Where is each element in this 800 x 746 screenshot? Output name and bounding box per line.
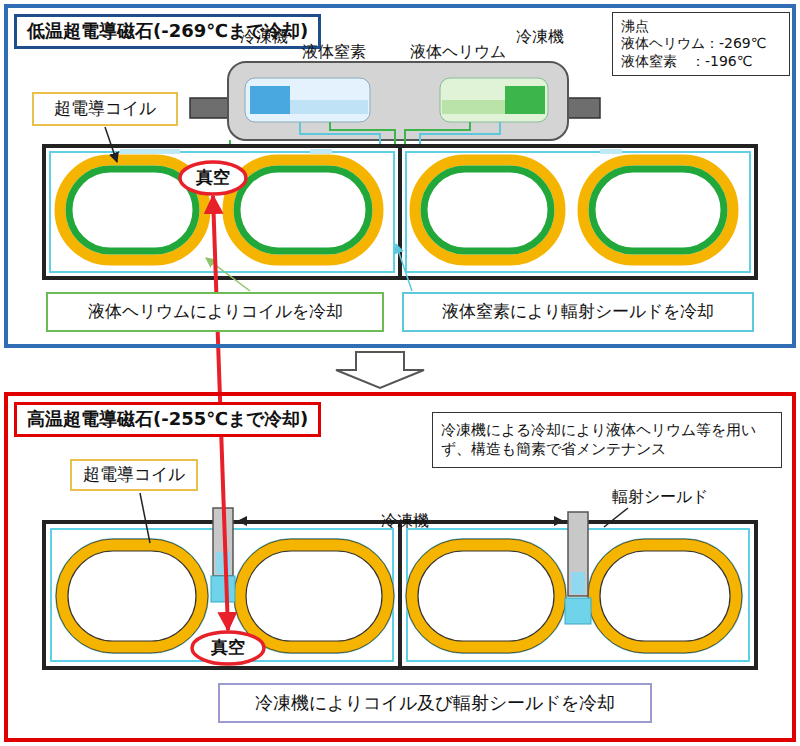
label-box: 超電導コイル <box>70 459 198 491</box>
box-text: 冷凍機による冷却により液体ヘリウム等を用いず、構造も簡素で省メンテナンス <box>441 421 773 459</box>
panel: 高温超電導磁石(-255℃まで冷却) 冷凍機による冷却により液体ヘリウム等を用いず… <box>4 392 796 742</box>
part-label: 輻射シールド <box>612 487 708 506</box>
leader-line <box>604 508 628 527</box>
panel: 低温超電導磁石(-269℃まで冷却)沸点液体ヘリウム：-269℃液体窒素 ：-1… <box>4 4 796 348</box>
box-text: 超電導コイル <box>83 464 185 485</box>
label-box: 冷凍機によりコイル及び輻射シールドを冷却 <box>218 683 652 723</box>
leader-line <box>396 244 412 291</box>
transition-arrow <box>336 352 424 388</box>
box-text: 沸点 <box>621 18 649 36</box>
magnet-housing <box>44 522 756 668</box>
label-box: 液体窒素により輻射シールドを冷却 <box>402 292 754 332</box>
box-text: 液体窒素 ：-196℃ <box>621 53 753 71</box>
leader-line <box>140 493 150 543</box>
leader-line <box>434 520 563 522</box>
cryocooler-tank <box>190 62 600 146</box>
part-label: 冷凍機 <box>516 27 564 46</box>
box-text: 液体ヘリウムによりコイルを冷却 <box>88 301 343 322</box>
cryocooler <box>211 508 591 624</box>
box-text: 液体窒素により輻射シールドを冷却 <box>442 301 714 322</box>
part-label: 冷凍機 <box>381 511 429 530</box>
leader-line <box>105 127 117 162</box>
magnet-housing <box>44 146 756 278</box>
box-text: 超電導コイル <box>54 98 156 119</box>
part-label: 液体窒素 <box>302 42 366 61</box>
note-box: 冷凍機による冷却により液体ヘリウム等を用いず、構造も簡素で省メンテナンス <box>432 412 782 468</box>
label-box: 超電導コイル <box>32 92 178 126</box>
part-label: 液体ヘリウム <box>410 42 506 61</box>
leader-line <box>206 258 250 291</box>
vacuum-ellipse: 真空 <box>178 160 248 196</box>
region-label: 真空 <box>196 167 230 188</box>
label-box: 液体ヘリウムによりコイルを冷却 <box>46 292 384 332</box>
part-label: 冷凍機 <box>240 27 288 46</box>
panel-title: 高温超電導磁石(-255℃まで冷却) <box>14 402 321 437</box>
box-text: 冷凍機によりコイル及び輻射シールドを冷却 <box>255 692 615 715</box>
note-box: 沸点液体ヘリウム：-269℃液体窒素 ：-196℃ <box>612 12 790 76</box>
region-label: 真空 <box>211 637 245 658</box>
vacuum-ellipse: 真空 <box>190 630 266 666</box>
leader-line <box>238 520 376 522</box>
coil-drawing <box>56 539 742 653</box>
box-text: 液体ヘリウム：-269℃ <box>621 35 767 53</box>
